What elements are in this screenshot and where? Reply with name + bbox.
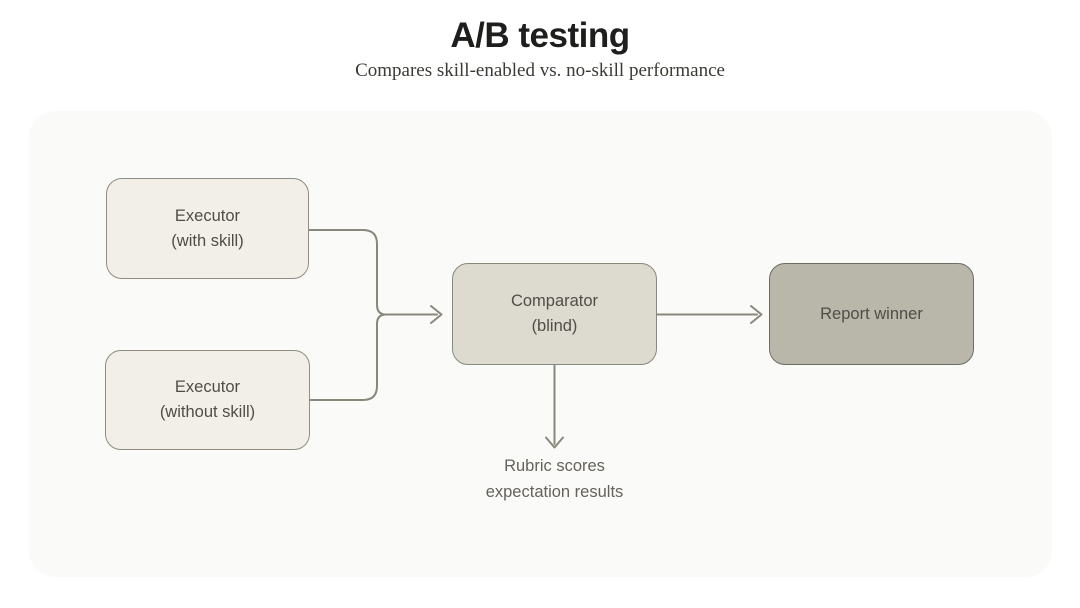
connector-layer [308,229,763,449]
diagram-title: A/B testing [450,16,630,55]
node-executor-without-skill: Executor (without skill) [105,350,310,450]
annotation-rubric-scores: Rubric scores expectation results [485,457,624,501]
node-comparator-blind: Comparator (blind) [452,263,657,365]
diagram-canvas: Executor (with skill) Executor (without … [29,111,1052,577]
node-report-winner: Report winner [769,263,974,365]
node-executor-with-skill: Executor (with skill) [106,178,309,279]
connector-executor-without-skill [309,313,387,401]
arrowhead-report-icon [750,305,763,324]
diagram-header: A/B testing Compares skill-enabled vs. n… [0,14,1080,83]
arrowhead-rubric-icon [545,436,564,449]
connector-executor-with-skill [308,229,387,316]
diagram-subtitle: Compares skill-enabled vs. no-skill perf… [355,60,725,81]
arrowhead-comparator-icon [430,305,443,324]
